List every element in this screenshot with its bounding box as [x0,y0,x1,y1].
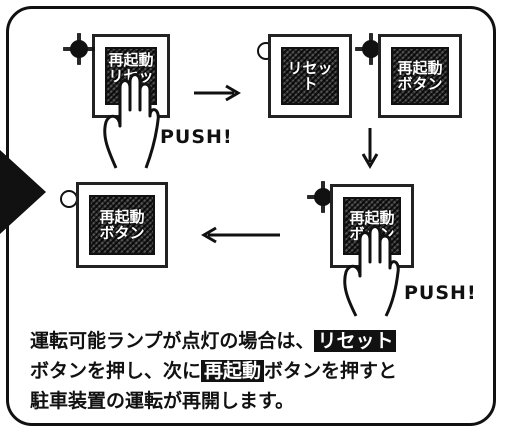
push-label-2: PUSH! [404,282,477,304]
panel-step-3: 再起動 ボタン [378,34,462,118]
instruction-line-2-suffix: ボタンを押すと [264,360,398,382]
arrow-down-icon [361,128,379,169]
panel-screen-5: 再起動 ボタン [89,195,155,255]
instruction-line-3: 駐車装置の運転が再開します。 [30,390,295,412]
pushing-hand-icon [343,225,400,317]
panel-screen-5-label: 再起動 ボタン [99,208,145,242]
instruction-line-1: 運転可能ランプが点灯の場合は、リセット [30,326,490,356]
push-label-1: PUSH! [160,126,233,148]
reset-button-label: リセット [314,330,397,352]
arrow-left-icon [201,226,280,244]
lamp-on-icon [63,33,95,65]
panel-step-2: リセット [268,34,352,118]
pushing-hand-icon [103,73,160,169]
instruction-line-1-text: 運転可能ランプが点灯の場合は、 [30,330,315,352]
side-pointer-arrow [0,150,46,234]
instruction-line-2-text: ボタンを押し、次に [30,360,202,382]
panel-step-5: 再起動 ボタン [76,182,168,268]
instruction-text: 運転可能ランプが点灯の場合は、リセット ボタンを押し、次に再起動ボタンを押すと … [30,326,490,416]
restart-button-label: 再起動 [201,360,265,382]
arrow-right-icon [194,84,241,102]
panel-screen-3: 再起動 ボタン [391,47,449,105]
panel-screen-2-label: リセット [287,59,333,93]
panel-screen-3-label: 再起動 ボタン [397,59,443,93]
instruction-line-2: ボタンを押し、次に再起動ボタンを押すと [30,356,490,386]
panel-screen-2: リセット [281,47,339,105]
